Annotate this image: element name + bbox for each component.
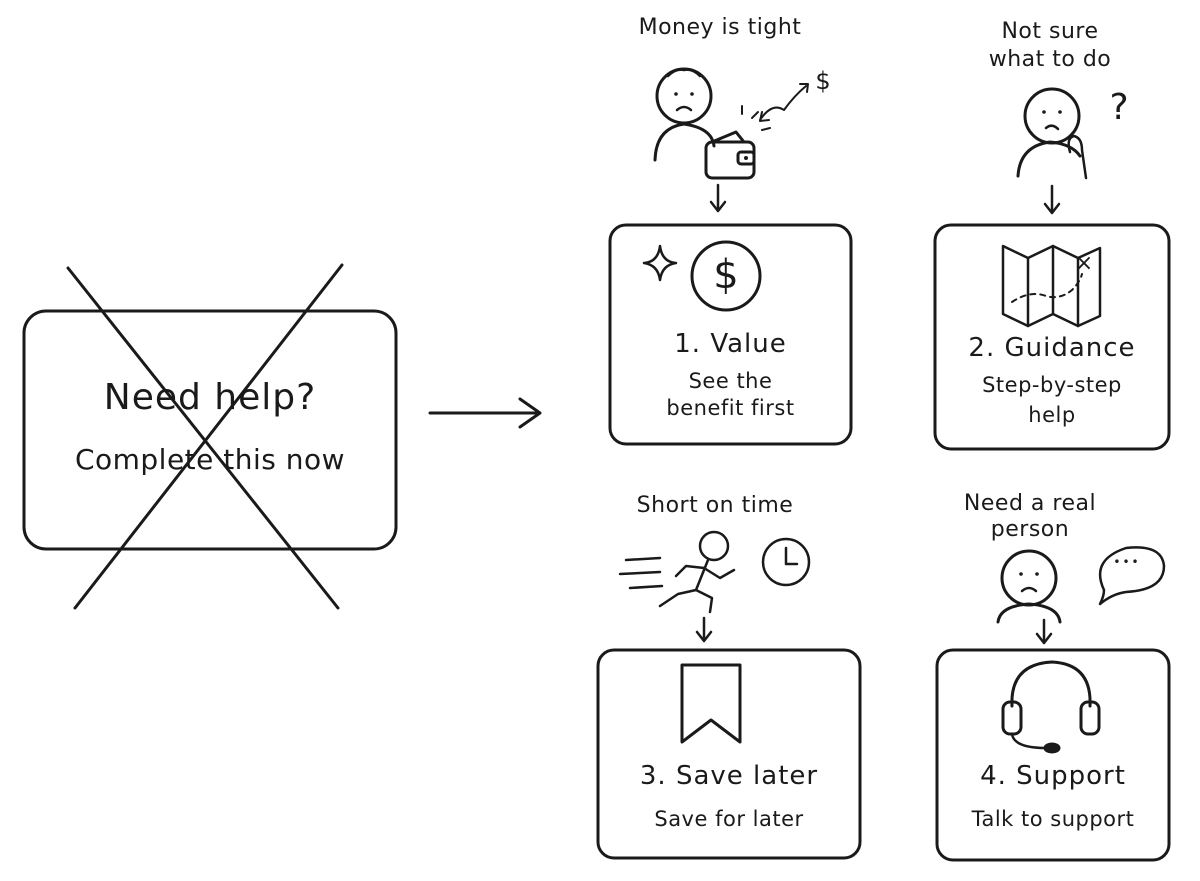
panel-4-trigger-line1: Need a real — [963, 491, 1097, 516]
speech-ellipsis-glyph: ••• — [1113, 555, 1141, 569]
panel-4-arrow — [1035, 618, 1053, 645]
headset-icon — [1001, 660, 1101, 754]
panel-3-arrow — [695, 616, 713, 643]
bookmark-icon — [680, 663, 742, 744]
panel-1-title: 1. Value — [674, 329, 787, 359]
question-mark-glyph: ? — [1109, 87, 1129, 128]
crossed-out-prompt-card — [22, 263, 398, 610]
thinking-person-icon — [1016, 87, 1088, 180]
panel-1-trigger-label: Money is tight — [638, 15, 802, 40]
dollar-sign-glyph: $ — [815, 67, 831, 95]
dollar-coin-icon — [690, 240, 762, 312]
panel-4-subtitle: Talk to support — [971, 807, 1135, 831]
panel-2-subtitle-line2: help — [1028, 403, 1076, 427]
speech-bubble-icon — [1098, 546, 1166, 606]
panel-2-subtitle-line1: Step-by-step — [982, 373, 1122, 397]
worried-person-wallet-icon — [653, 67, 809, 180]
dollar-coin-glyph: $ — [713, 252, 739, 298]
panel-2-arrow — [1043, 184, 1061, 215]
map-icon — [1001, 244, 1102, 328]
panel-2-title: 2. Guidance — [968, 333, 1136, 363]
cross-line-1 — [66, 266, 340, 610]
panel-1-subtitle-line1: See the — [688, 369, 773, 393]
sad-person-speech-bubble-icon — [996, 546, 1166, 624]
panel-2-trigger-line2: what to do — [988, 47, 1112, 72]
clock-icon — [761, 537, 811, 587]
map-x-glyph: × — [1074, 251, 1094, 276]
panel-1-arrow — [709, 183, 727, 213]
panel-3-title: 3. Save later — [639, 761, 819, 791]
panel-2-guidance-card — [933, 223, 1171, 451]
panel-3-save-later-card — [596, 648, 862, 860]
prompt-card-frame — [22, 309, 398, 551]
panel-3-trigger-label: Short on time — [636, 493, 794, 518]
running-person-clock-icon — [618, 530, 811, 614]
panel-2-trigger-line1: Not sure — [1001, 19, 1099, 44]
cross-line-2 — [73, 263, 344, 610]
sparkle-icon — [642, 244, 678, 282]
panel-4-title: 4. Support — [980, 761, 1126, 791]
panel-4-trigger-line2: person — [990, 517, 1070, 542]
panel-4-support-card — [935, 648, 1171, 862]
panel-3-subtitle: Save for later — [654, 807, 804, 831]
main-arrow — [428, 397, 542, 429]
prompt-subline: Complete this now — [74, 443, 346, 476]
panel-1-value-card — [608, 223, 853, 446]
prompt-headline: Need help? — [103, 377, 317, 418]
panel-1-subtitle-line2: benefit first — [666, 396, 795, 420]
